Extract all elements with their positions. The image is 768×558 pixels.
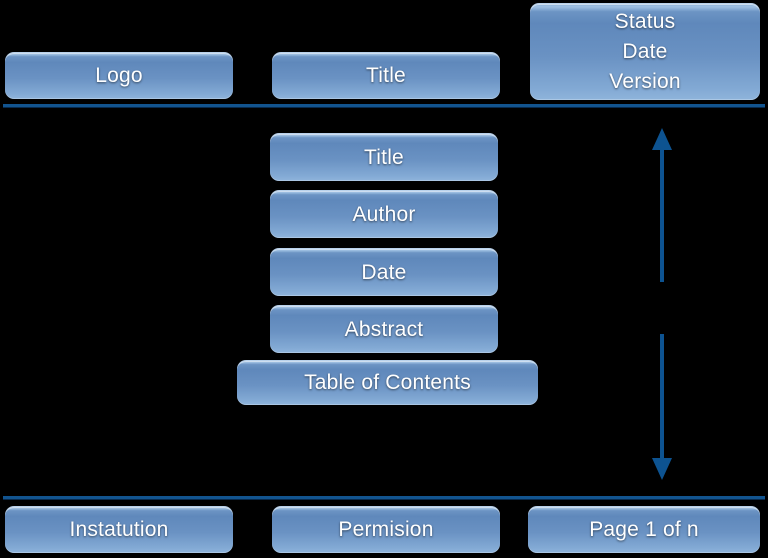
footer-instatution-box[interactable]: Instatution bbox=[5, 506, 233, 553]
footer-instatution-label: Instatution bbox=[69, 518, 169, 542]
arrow-shaft-upper bbox=[660, 150, 664, 282]
arrow-head-down-icon bbox=[652, 458, 672, 480]
content-height-arrow bbox=[652, 128, 672, 480]
body-abstract-box[interactable]: Abstract bbox=[270, 305, 498, 353]
header-title-label: Title bbox=[366, 64, 406, 88]
footer-page-number-label: Page 1 of n bbox=[589, 518, 699, 542]
header-logo-box[interactable]: Logo bbox=[5, 52, 233, 99]
body-title-box[interactable]: Title bbox=[270, 133, 498, 181]
header-logo-label: Logo bbox=[95, 64, 143, 88]
arrow-shaft-lower bbox=[660, 334, 664, 458]
body-author-label: Author bbox=[352, 202, 416, 226]
footer-page-number-box[interactable]: Page 1 of n bbox=[528, 506, 760, 553]
body-date-label: Date bbox=[361, 260, 407, 284]
header-divider-rule bbox=[3, 104, 765, 107]
footer-divider-rule bbox=[3, 496, 765, 499]
body-date-box[interactable]: Date bbox=[270, 248, 498, 296]
body-title-label: Title bbox=[364, 145, 404, 169]
body-table-of-contents-label: Table of Contents bbox=[304, 371, 471, 395]
footer-permision-label: Permision bbox=[338, 518, 434, 542]
arrow-head-up-icon bbox=[652, 128, 672, 150]
header-status-date-version-box[interactable]: Status Date Version bbox=[530, 3, 760, 100]
body-author-box[interactable]: Author bbox=[270, 190, 498, 238]
footer-permision-box[interactable]: Permision bbox=[272, 506, 500, 553]
header-title-box[interactable]: Title bbox=[272, 52, 500, 99]
header-status-date-version-label: Status Date Version bbox=[609, 10, 681, 93]
body-table-of-contents-box[interactable]: Table of Contents bbox=[237, 360, 538, 405]
body-abstract-label: Abstract bbox=[344, 317, 424, 341]
